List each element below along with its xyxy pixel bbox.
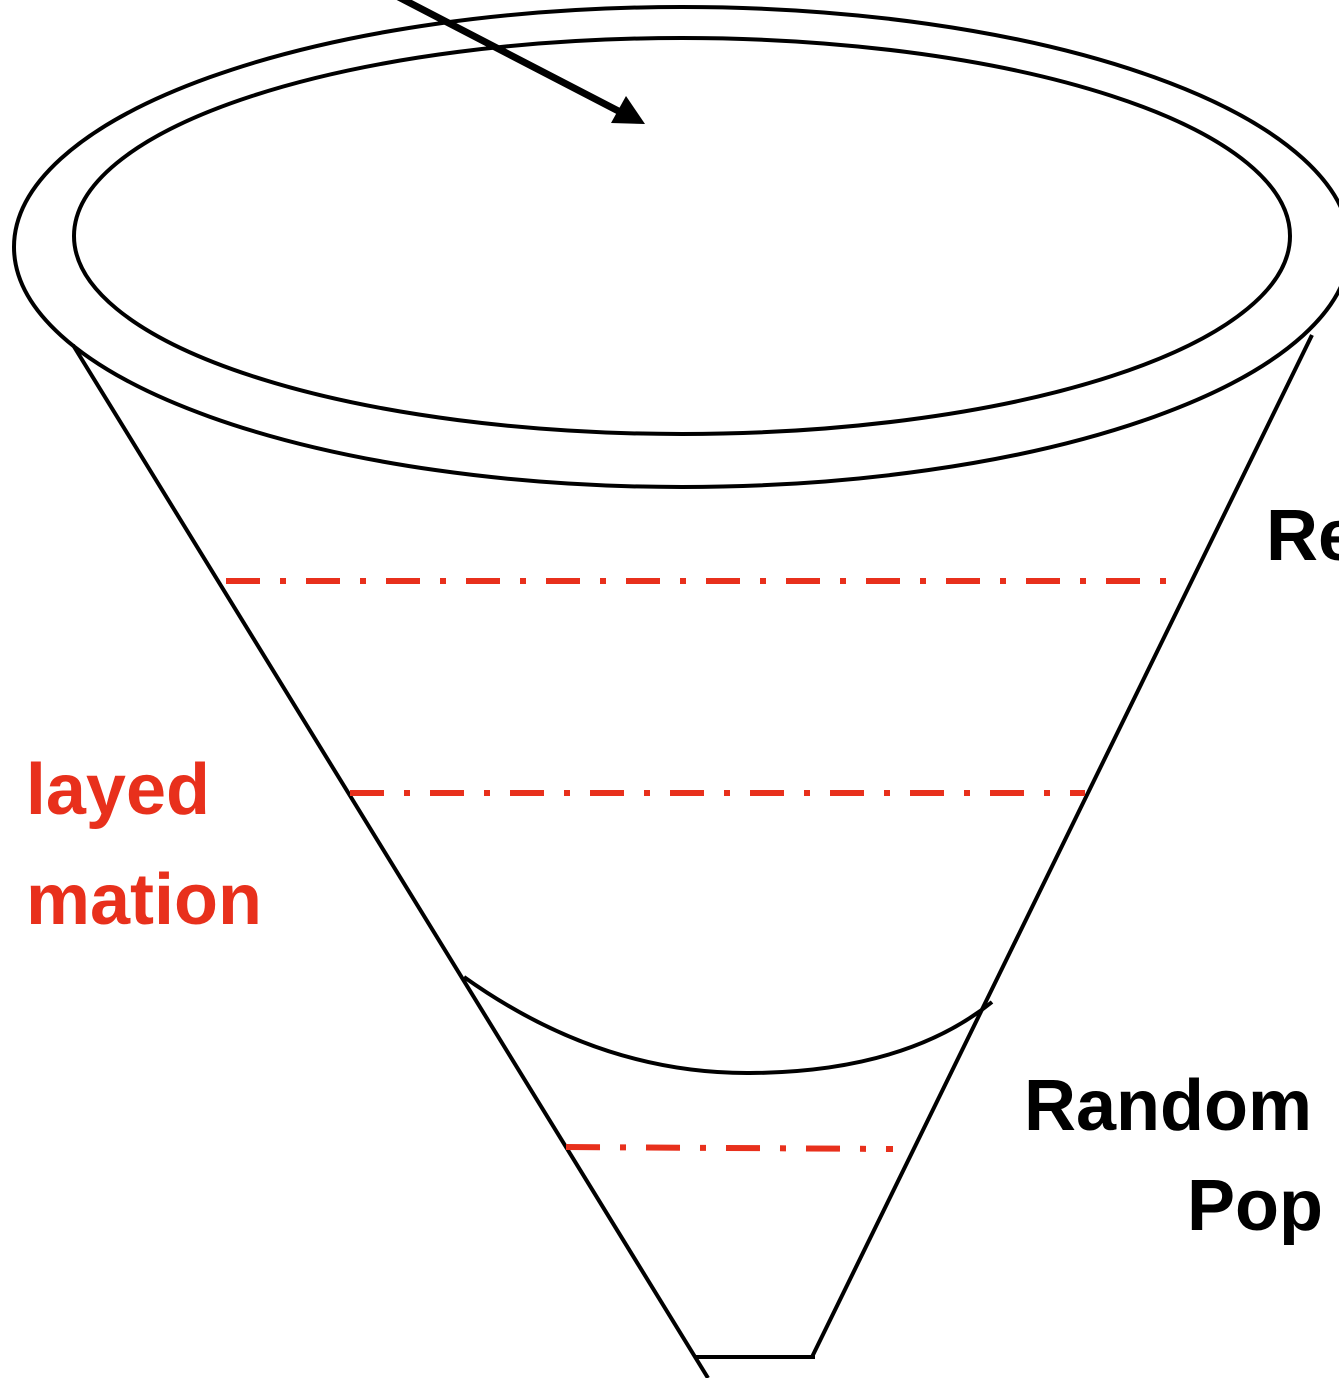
funnel-inner-layer-curve xyxy=(462,975,994,1076)
incoming-arrow xyxy=(396,0,632,120)
funnel-side-right xyxy=(810,334,1314,1358)
divider-bottom xyxy=(565,1144,894,1152)
label-top-right: Re xyxy=(1266,496,1339,576)
funnel-side-left xyxy=(71,343,710,1378)
label-left-line2: mation xyxy=(25,860,262,940)
label-bottom-right-line1: Random xyxy=(1024,1066,1312,1146)
arrow-head xyxy=(611,96,645,124)
label-bottom-right-line2: Pop xyxy=(1187,1166,1323,1246)
funnel-rim-outer xyxy=(12,5,1339,489)
funnel-rim-inner xyxy=(72,36,1292,436)
label-left-line1: layed xyxy=(25,750,210,830)
